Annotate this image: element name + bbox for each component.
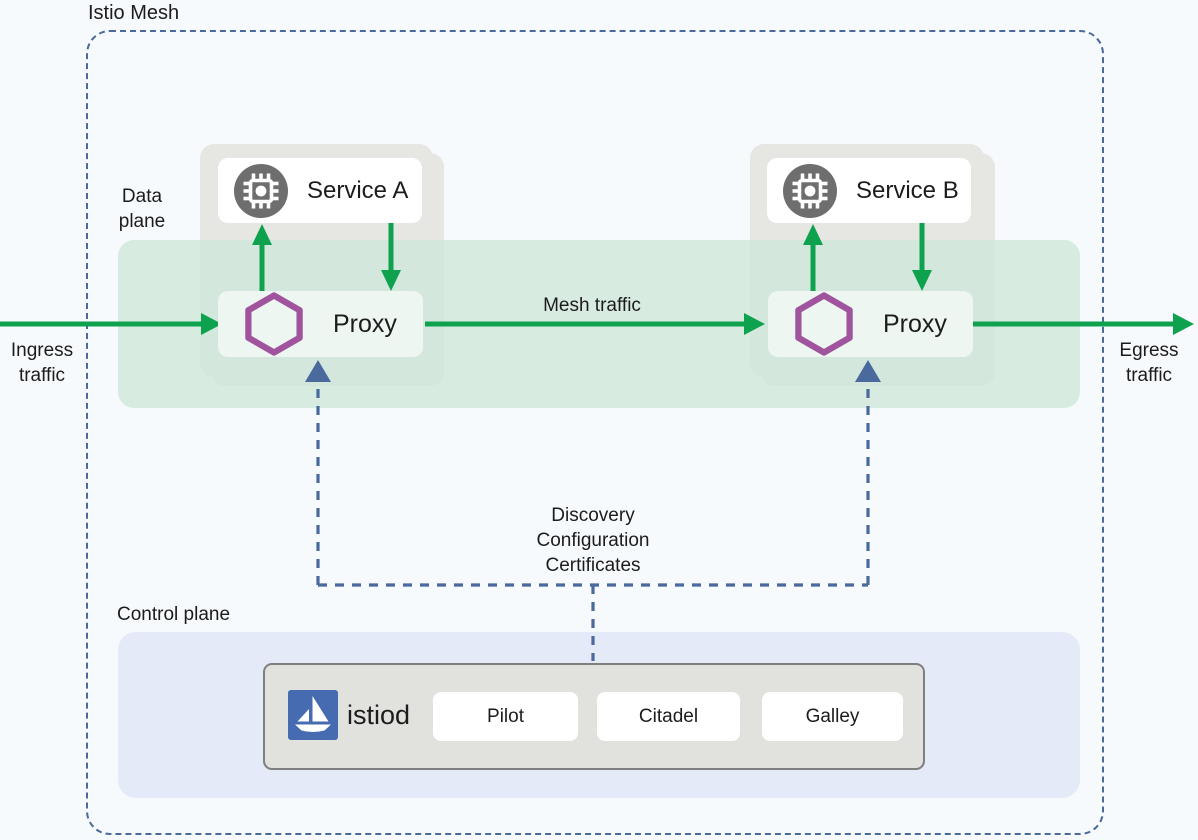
envoy-hexagon-icon <box>795 292 853 356</box>
discovery-line: Discovery <box>551 505 635 526</box>
service-b-label: Service B <box>856 176 959 204</box>
istio-main-sail <box>312 696 329 722</box>
istio-sail-logo <box>288 690 338 740</box>
certificates-line: Certificates <box>545 555 641 576</box>
proxy-b-box: Proxy <box>768 291 973 357</box>
istio-mesh-dashed-boundary <box>86 30 1104 835</box>
mesh-traffic-label: Mesh traffic <box>543 295 641 316</box>
egress-arrowhead-icon <box>1173 313 1194 335</box>
service-b-card: Service B <box>767 158 971 223</box>
service-chip-icon <box>783 163 837 218</box>
proxy-a-label: Proxy <box>333 309 397 338</box>
data-plane-label: Data plane <box>118 186 166 232</box>
istio-hull <box>295 724 331 732</box>
proxy-b-label: Proxy <box>883 309 947 338</box>
ingress-traffic-label: Ingress traffic <box>10 340 74 386</box>
galley-label: Galley <box>805 705 860 727</box>
citadel-component-box: Citadel <box>597 692 740 741</box>
control-plane-label: Control plane <box>117 604 231 625</box>
service-a-card: Service A <box>218 158 422 223</box>
envoy-hexagon-icon <box>245 292 303 356</box>
pilot-label: Pilot <box>487 705 524 727</box>
istio-jib-sail <box>297 709 309 722</box>
galley-component-box: Galley <box>762 692 903 741</box>
istiod-label: istiod <box>347 700 411 730</box>
configuration-line: Configuration <box>536 530 650 551</box>
service-a-label: Service A <box>307 176 409 204</box>
discovery-configuration-certificates-label: Discovery Configuration Certificates <box>493 503 693 578</box>
service-chip-icon <box>234 163 288 218</box>
diagram-title: Istio Mesh <box>88 2 180 24</box>
pilot-component-box: Pilot <box>433 692 578 741</box>
proxy-a-box: Proxy <box>218 291 423 357</box>
egress-traffic-label: Egress traffic <box>1119 340 1179 386</box>
citadel-label: Citadel <box>638 705 699 727</box>
